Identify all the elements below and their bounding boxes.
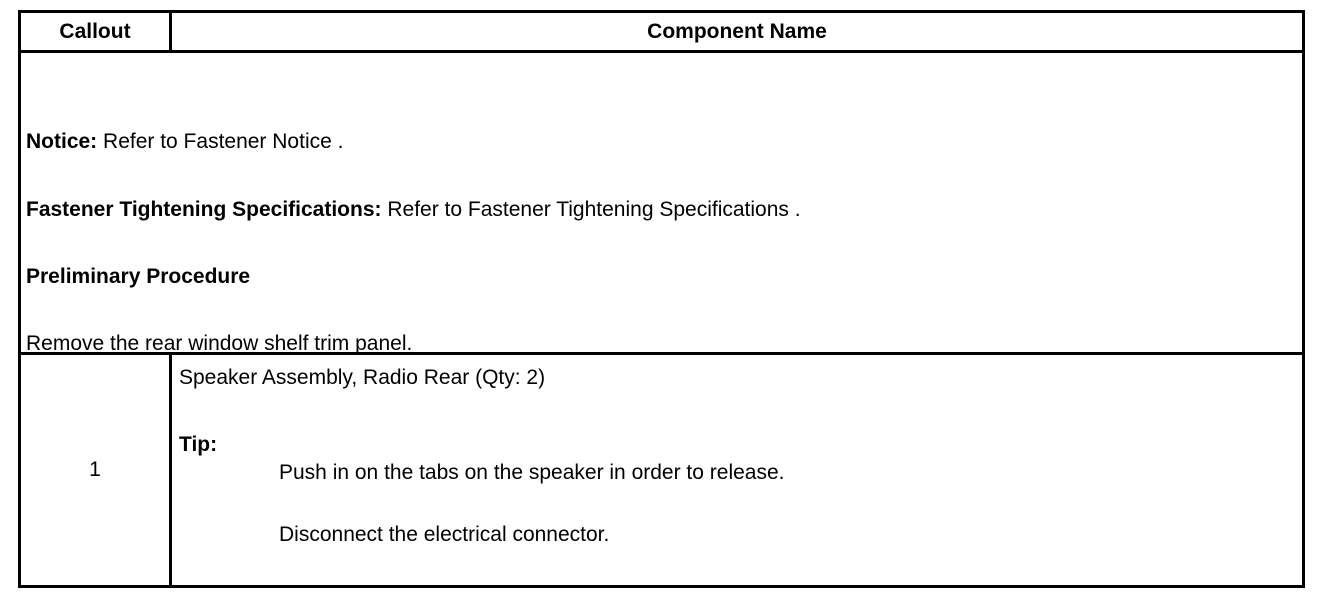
tip-item-2: Disconnect the electrical connector. xyxy=(279,523,610,546)
header-callout: Callout xyxy=(21,13,172,50)
notice-label: Notice: xyxy=(26,130,98,153)
intro-section: Notice: Refer to Fastener Notice . Faste… xyxy=(21,53,1302,355)
component-table: Callout Component Name Notice: Refer to … xyxy=(18,10,1305,588)
spec-line: Fastener Tightening Specifications: Refe… xyxy=(26,198,801,222)
spec-label: Fastener Tightening Specifications: xyxy=(26,198,382,221)
row-component-cell: Speaker Assembly, Radio Rear (Qty: 2) Ti… xyxy=(172,355,1302,585)
table-row: 1 Speaker Assembly, Radio Rear (Qty: 2) … xyxy=(21,355,1302,585)
header-component-name: Component Name xyxy=(647,19,827,43)
spec-text: Refer to Fastener Tightening Specificati… xyxy=(381,198,801,221)
preliminary-heading: Preliminary Procedure xyxy=(26,265,251,288)
notice-line: Notice: Refer to Fastener Notice . xyxy=(26,130,343,154)
tip-item-1: Push in on the tabs on the speaker in or… xyxy=(279,461,785,484)
row-callout: 1 xyxy=(21,355,172,585)
table-header-row: Callout Component Name xyxy=(21,13,1302,53)
notice-text: Refer to Fastener Notice . xyxy=(97,130,344,153)
tip-label: Tip: xyxy=(179,433,218,456)
preliminary-text: Remove the rear window shelf trim panel. xyxy=(26,332,413,355)
component-name: Speaker Assembly, Radio Rear (Qty: 2) xyxy=(179,366,546,389)
